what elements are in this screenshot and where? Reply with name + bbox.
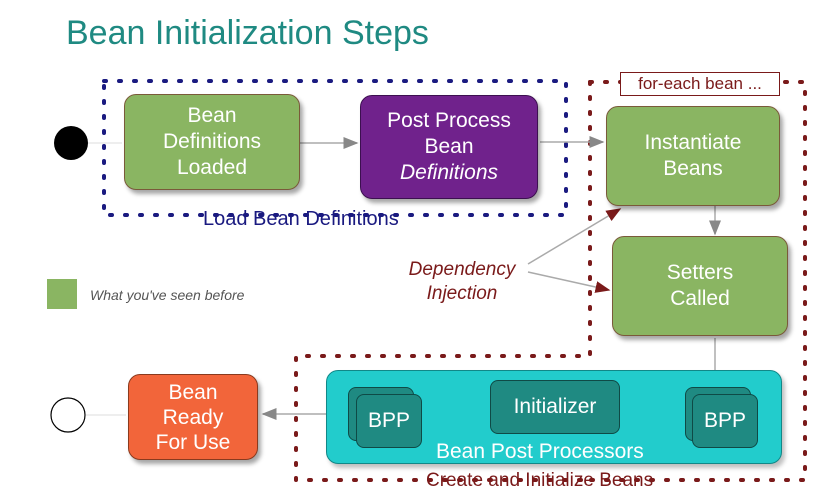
legend-label: What you've seen before: [90, 287, 245, 303]
for-each-label: for-each bean ...: [620, 72, 780, 96]
create-init-group-label: Create and Initialize Beans: [426, 470, 654, 491]
node-line: For Use: [155, 430, 231, 454]
annotation-line: Injection: [426, 283, 498, 304]
dependency-arrow-up: [527, 208, 622, 265]
annotation-line: Dependency: [408, 259, 516, 280]
dependency-injection-label: Dependency Injection: [392, 258, 532, 306]
load-group-border: [102, 79, 568, 217]
node-line: Definitions: [162, 130, 262, 153]
bean-definitions-loaded-node: Bean Definitions Loaded: [124, 94, 300, 190]
node-line: BPP: [703, 409, 747, 432]
bean-post-processors-label: Bean Post Processors: [436, 440, 644, 463]
node-line: Post Process: [387, 109, 511, 132]
end-node: [50, 397, 86, 433]
node-line: BPP: [367, 409, 411, 432]
node-line: Beans: [663, 157, 723, 180]
node-line: Bean: [168, 380, 218, 404]
node-line: Setters: [666, 261, 734, 284]
bpp-left-node: BPP: [356, 394, 422, 448]
node-line: Bean: [187, 104, 237, 127]
initializer-node: Initializer: [490, 380, 620, 434]
node-line: Loaded: [176, 156, 248, 179]
legend-swatch: [47, 279, 77, 309]
node-line: Instantiate: [644, 131, 742, 154]
instantiate-beans-node: Instantiate Beans: [606, 106, 780, 206]
dependency-arrow-right: [527, 271, 611, 293]
node-line: Definitions: [399, 161, 499, 184]
load-group-label: Load Bean Definitions: [203, 208, 399, 230]
node-line: Initializer: [513, 395, 597, 418]
post-process-node: Post Process Bean Definitions: [360, 95, 538, 199]
start-node: [54, 126, 88, 160]
setters-called-node: Setters Called: [612, 236, 788, 336]
for-each-group-left-border: [294, 80, 592, 482]
node-line: Bean: [424, 135, 474, 158]
bpp-right-node: BPP: [692, 394, 758, 448]
node-line: Ready: [162, 405, 224, 429]
bean-ready-node: Bean Ready For Use: [128, 374, 258, 460]
node-line: Called: [670, 287, 730, 310]
page-title: Bean Initialization Steps: [66, 14, 429, 52]
